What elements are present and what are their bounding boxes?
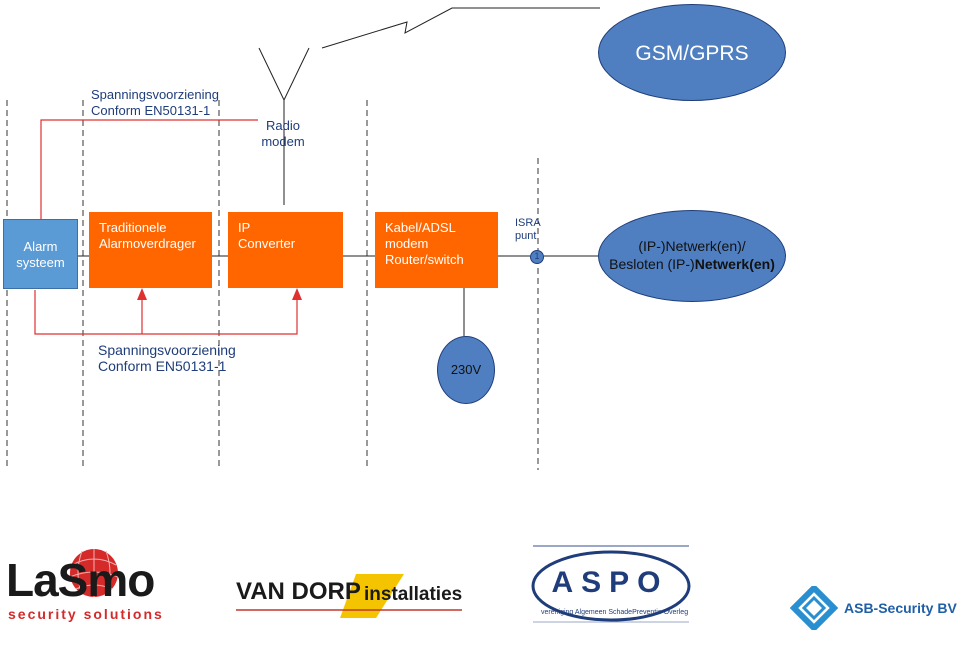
- network-line2: Besloten (IP-)Netwerk(en): [599, 255, 785, 273]
- aspo-tagline: vereniging Algemeen SchadePreventie Over…: [541, 609, 689, 616]
- traditional-transmitter-line1: Traditionele: [99, 220, 167, 235]
- asb-wordmark: ASB-Security BV: [844, 600, 957, 616]
- power-supply-bottom-line1: Spanningsvoorziening: [98, 342, 236, 358]
- ip-converter-box: IP Converter: [228, 212, 343, 288]
- network-ellipse: (IP-)Netwerk(en)/ Besloten (IP-)Netwerk(…: [598, 210, 786, 302]
- cable-modem-box: Kabel/ADSL modem Router/switch: [375, 212, 498, 288]
- radio-modem-label: Radio modem: [259, 118, 307, 150]
- gsm-gprs-ellipse: GSM/GPRS: [598, 4, 786, 101]
- lasmo-logo: LaSmo security solutions: [6, 545, 171, 625]
- cable-modem-line3: Router/switch: [385, 252, 464, 267]
- alarm-system-line2: systeem: [16, 255, 65, 270]
- power-supply-top-line1: Spanningsvoorziening: [91, 87, 219, 102]
- traditional-transmitter-box: Traditionele Alarmoverdrager: [89, 212, 212, 288]
- aspo-logo: ASPO vereniging Algemeen SchadePreventie…: [529, 544, 691, 624]
- traditional-transmitter-label: Traditionele Alarmoverdrager: [99, 220, 196, 252]
- mains-230v-label: 230V: [450, 362, 482, 377]
- connection-lines: [78, 255, 598, 336]
- lasmo-wordmark: LaSmo: [6, 554, 155, 606]
- network-line2-bold: Netwerk(en): [694, 256, 775, 272]
- power-supply-bottom-label: Spanningsvoorziening Conform EN50131-1: [98, 342, 236, 374]
- network-line2-prefix: Besloten (IP-): [609, 256, 695, 272]
- isra-line1: ISRA: [515, 217, 541, 229]
- isra-number: 1: [534, 251, 540, 261]
- arrow-up-icon: [137, 288, 147, 300]
- vandorp-logo: VAN DORP installaties: [236, 572, 462, 622]
- cable-modem-line1: Kabel/ADSL: [385, 220, 456, 235]
- arrow-up-icon: [292, 288, 302, 300]
- asb-security-logo: ASB-Security BV: [790, 586, 958, 630]
- radio-modem-line2: modem: [261, 134, 305, 149]
- aspo-emblem-icon: [531, 545, 691, 623]
- isra-point-icon: [530, 250, 544, 264]
- power-supply-top-line2: Conform EN50131-1: [91, 103, 211, 118]
- alarm-system-line1: Alarm: [23, 239, 58, 254]
- traditional-transmitter-line2: Alarmoverdrager: [99, 236, 196, 251]
- power-line-top: [40, 119, 258, 220]
- power-supply-top-label: Spanningsvoorziening Conform EN50131-1: [91, 87, 219, 119]
- vandorp-tagline: installaties: [364, 584, 463, 605]
- ip-converter-line1: IP: [238, 220, 251, 235]
- mains-230v-ellipse: 230V: [437, 336, 495, 404]
- cable-modem-label: Kabel/ADSL modem Router/switch: [385, 220, 464, 268]
- power-supply-bottom-line2: Conform EN50131-1: [98, 358, 227, 374]
- vandorp-swoosh-icon: [236, 574, 462, 618]
- ip-converter-label: IP Converter: [238, 220, 295, 252]
- alarm-system-label: Alarm systeem: [4, 239, 77, 271]
- gsm-gprs-label: GSM/GPRS: [635, 42, 749, 65]
- antenna-icon: [258, 47, 310, 205]
- network-label: (IP-)Netwerk(en)/ Besloten (IP-)Netwerk(…: [599, 237, 785, 273]
- lasmo-tagline: security solutions: [8, 606, 164, 622]
- power-line-bottom: [34, 290, 298, 335]
- aspo-wordmark: ASPO: [551, 566, 669, 599]
- ip-converter-line2: Converter: [238, 236, 296, 251]
- wireless-link-icon: [321, 7, 600, 49]
- alarm-system-box: Alarm systeem: [3, 219, 78, 289]
- cable-modem-line2: modem: [385, 236, 429, 251]
- vandorp-wordmark: VAN DORP: [236, 578, 361, 605]
- lasmo-globe-icon: [69, 549, 119, 597]
- isra-line2: punt: [515, 230, 537, 242]
- asb-knot-icon: [790, 586, 838, 630]
- network-line1: (IP-)Netwerk(en)/: [638, 238, 746, 254]
- radio-modem-line1: Radio: [266, 118, 300, 133]
- isra-label: ISRA punt: [515, 217, 541, 243]
